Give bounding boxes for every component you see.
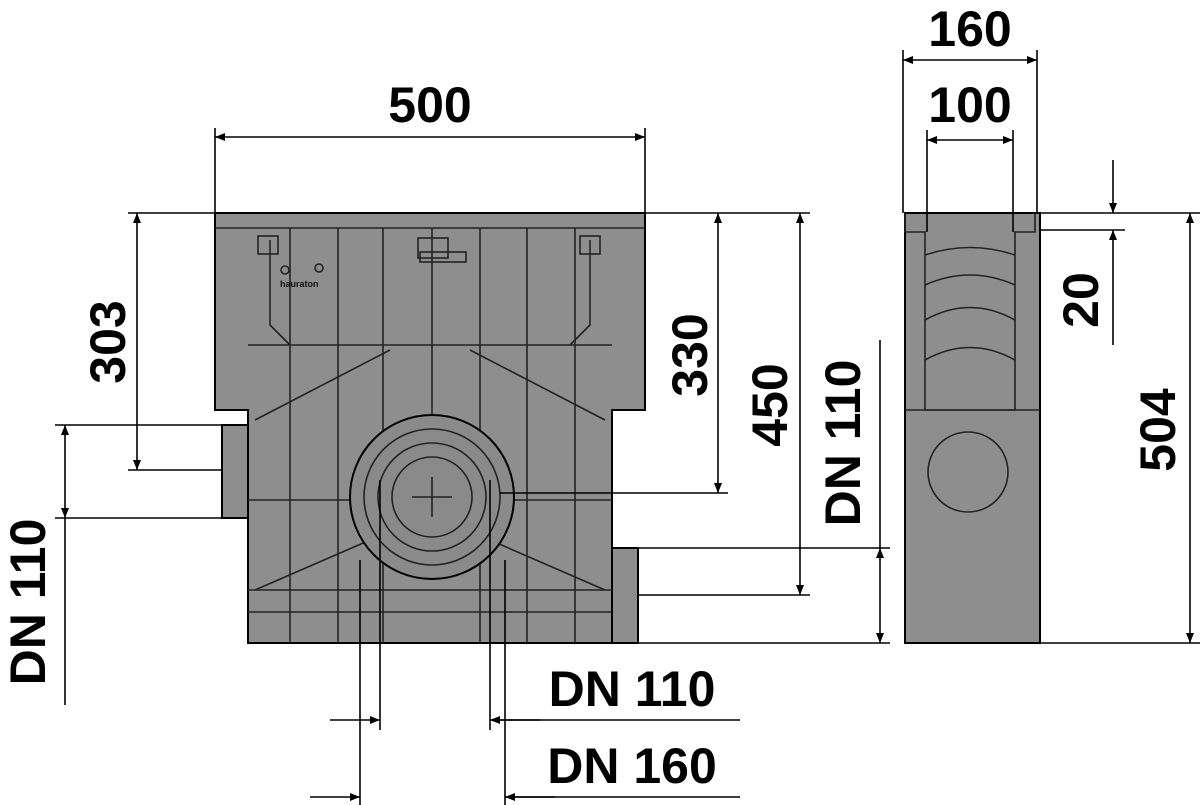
dim-side-100: 100 bbox=[928, 77, 1011, 133]
right-outlet-stub bbox=[609, 547, 639, 644]
dim-450: 450 bbox=[742, 363, 798, 446]
dim-width-500: 500 bbox=[388, 77, 471, 133]
brand-logo: hauraton bbox=[280, 279, 319, 289]
dim-bottom-dn110: DN 110 bbox=[549, 661, 716, 717]
front-view: hauraton bbox=[214, 212, 646, 644]
handles bbox=[257, 235, 601, 263]
dim-right-dn110: DN 110 bbox=[815, 360, 871, 527]
side-view bbox=[904, 212, 1041, 644]
dim-side-160: 160 bbox=[928, 1, 1011, 57]
dim-left-dn110: DN 110 bbox=[0, 519, 56, 686]
dim-330: 330 bbox=[662, 313, 718, 396]
body-ribs bbox=[248, 228, 612, 643]
bottom-outlet bbox=[349, 414, 515, 580]
dimension-labels: 500 160 100 303 330 450 DN 110 20 504 DN… bbox=[0, 1, 1186, 794]
dim-20: 20 bbox=[1053, 272, 1109, 328]
left-inlet-stub bbox=[221, 424, 251, 519]
dim-bottom-dn160: DN 160 bbox=[547, 738, 717, 794]
dim-504: 504 bbox=[1130, 388, 1186, 472]
dimension-lines bbox=[55, 50, 1200, 805]
dim-303: 303 bbox=[80, 300, 136, 383]
